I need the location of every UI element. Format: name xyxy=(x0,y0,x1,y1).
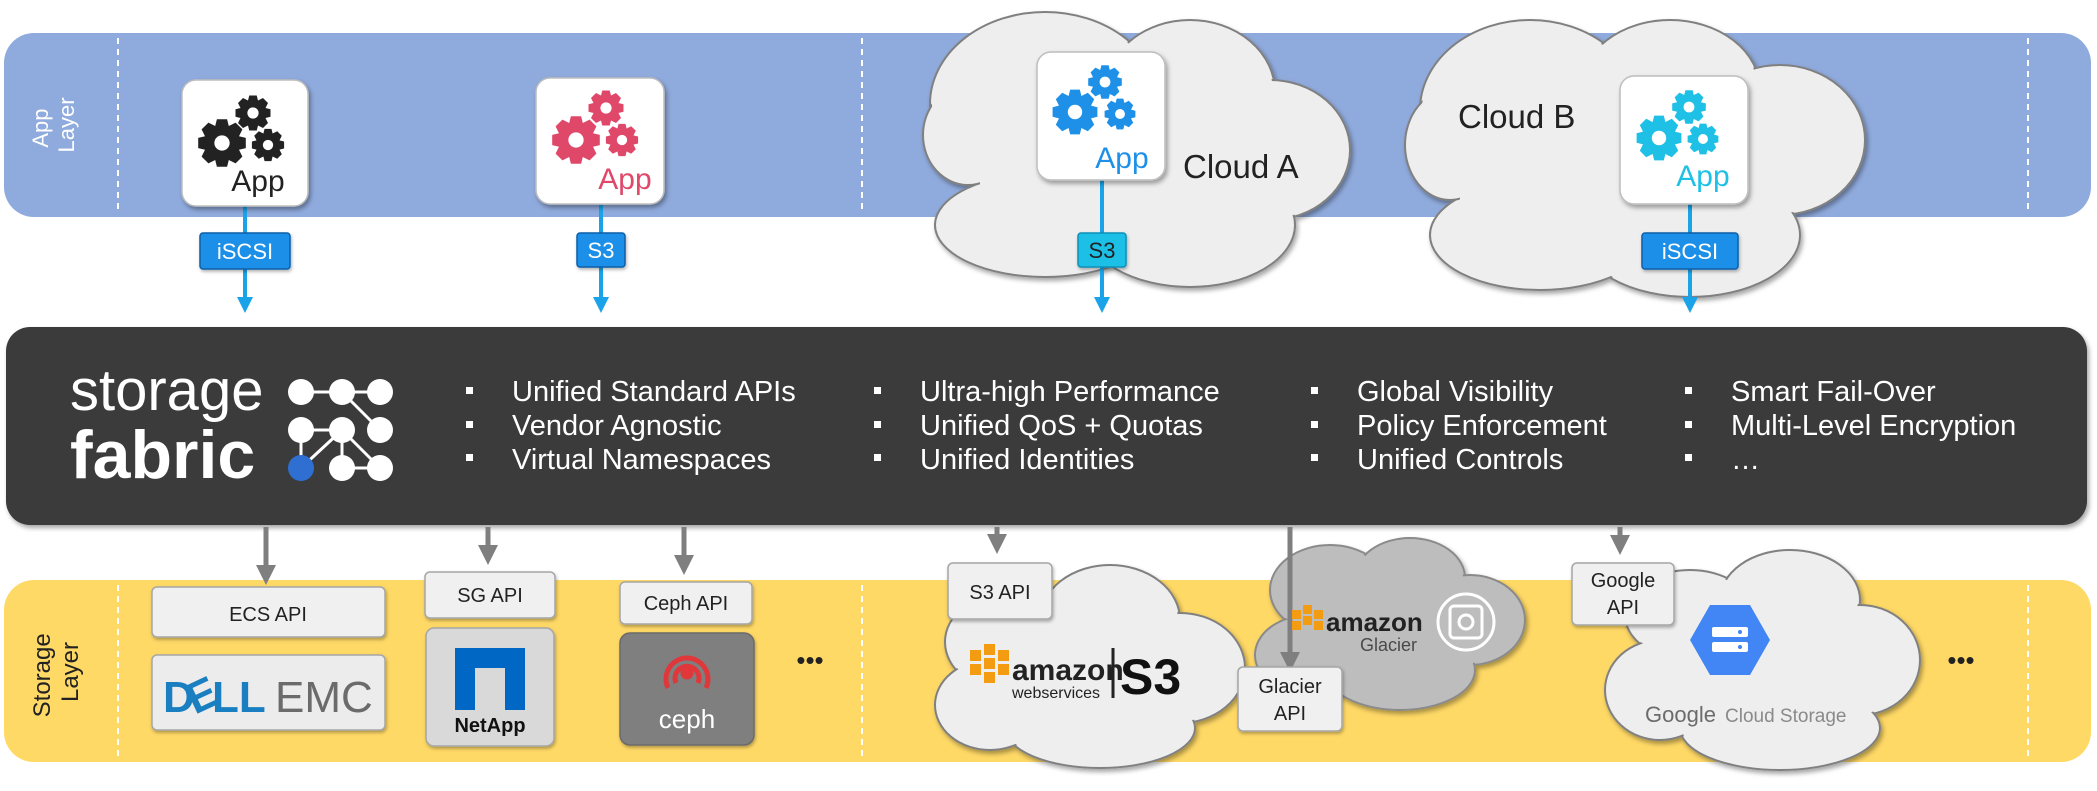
cloud-a-label: Cloud A xyxy=(1183,148,1299,185)
app-4-protocol: iSCSI xyxy=(1662,239,1718,264)
app-4-card xyxy=(1619,75,1749,205)
gcs-logo-google: Google xyxy=(1645,702,1716,727)
app-layer-dividers xyxy=(117,38,2029,212)
aws-logo-s3: S3 xyxy=(1120,649,1181,705)
feature-column-4: Smart Fail-Over Multi-Level Encryption … xyxy=(1685,376,2016,476)
app-2-protocol-tag xyxy=(576,232,626,268)
ceph-mark-icon xyxy=(663,655,711,690)
app-tile-4: App iSCSI xyxy=(1619,75,1749,313)
aws-logo-webservices: webservices xyxy=(1011,685,1100,702)
fabric-features: Unified Standard APIs Vendor Agnostic Vi… xyxy=(466,376,2016,476)
app-1-protocol: iSCSI xyxy=(217,239,273,264)
aws-s3-cloud xyxy=(934,564,1246,769)
storage-layer-label: Storage Layer xyxy=(29,627,84,718)
ceph-logo-text: ceph xyxy=(659,704,715,734)
amazon-glacier-logo: amazon Glacier xyxy=(1292,592,1496,655)
fabric-logo-bottom: fabric xyxy=(70,417,255,493)
glacier-api-box xyxy=(1237,666,1343,732)
more-storage-ellipsis-left: ••• xyxy=(796,645,823,675)
feature-text: Unified Controls xyxy=(1357,444,1563,476)
feature-column-3: Global Visibility Policy Enforcement Uni… xyxy=(1311,376,1607,476)
s3-api-box xyxy=(947,562,1053,620)
google-api-box xyxy=(1571,562,1675,626)
fabric-logo-blue-dot xyxy=(288,455,314,481)
app-2-protocol: S3 xyxy=(588,238,615,263)
app-tile-3: App S3 xyxy=(1036,51,1166,313)
fabric-logo-top: storage xyxy=(70,358,263,423)
ceph-logo: ceph xyxy=(619,632,755,746)
storage-fabric-bar xyxy=(6,327,2087,525)
storage-layer-dividers xyxy=(117,585,2029,758)
feature-text: Unified Identities xyxy=(920,444,1134,476)
s3-api-label: S3 API xyxy=(969,582,1030,604)
ceph-api-box xyxy=(619,581,753,625)
netapp-mark-icon xyxy=(455,648,525,710)
app-1-label: App xyxy=(231,165,284,198)
feature-text: Multi-Level Encryption xyxy=(1731,410,2016,442)
google-cloud-storage-logo: Google Cloud Storage xyxy=(1645,605,1846,727)
app-2-label: App xyxy=(598,163,651,196)
app-3-label: App xyxy=(1095,142,1148,175)
app-1-protocol-tag xyxy=(199,232,291,270)
glacier-logo-amazon: amazon xyxy=(1326,607,1423,637)
netapp-logo-text: NetApp xyxy=(454,715,525,737)
feature-text: Smart Fail-Over xyxy=(1731,376,1936,408)
emc-logo: EMC xyxy=(275,673,373,722)
feature-text: Vendor Agnostic xyxy=(512,410,722,442)
ceph-api-label: Ceph API xyxy=(644,593,729,615)
aws-s3-logo: amazon webservices S3 xyxy=(970,644,1181,705)
dell-logo-ll: LL xyxy=(212,673,266,722)
app-4-label: App xyxy=(1676,160,1729,193)
glacier-vault-icon xyxy=(1436,592,1496,652)
storage-arrows xyxy=(256,527,1630,585)
ecs-api-box xyxy=(151,586,386,638)
app-3-card xyxy=(1036,51,1166,181)
sg-api-label: SG API xyxy=(457,585,523,607)
gcs-hexagon-icon xyxy=(1690,605,1770,675)
aws-cubes-icon xyxy=(970,644,1009,683)
glacier-cubes-icon xyxy=(1292,605,1323,630)
dell-emc-logo: D E LL EMC xyxy=(151,654,386,731)
aws-logo-amazon: amazon xyxy=(1012,654,1124,687)
feature-column-1: Unified Standard APIs Vendor Agnostic Vi… xyxy=(466,376,796,476)
feature-text: Policy Enforcement xyxy=(1357,410,1607,442)
app-layer-label: App Layer xyxy=(28,97,79,152)
feature-text: Unified QoS + Quotas xyxy=(920,410,1203,442)
glacier-api-label-1: Glacier xyxy=(1258,676,1322,698)
feature-text: … xyxy=(1731,444,1760,476)
app-tile-2: App S3 xyxy=(535,77,665,313)
cloud-b-label: Cloud B xyxy=(1458,98,1575,135)
feature-text: Virtual Namespaces xyxy=(512,444,771,476)
dell-logo-d: D xyxy=(163,673,195,722)
sg-api-box xyxy=(424,571,556,619)
glacier-api-label-2: API xyxy=(1274,703,1306,725)
app-2-card xyxy=(535,77,665,205)
feature-column-2: Ultra-high Performance Unified QoS + Quo… xyxy=(874,376,1220,476)
app-3-protocol: S3 xyxy=(1089,238,1116,263)
glacier-logo-text: Glacier xyxy=(1360,635,1417,655)
fabric-network-icon xyxy=(288,379,393,481)
ecs-api-label: ECS API xyxy=(229,604,307,626)
feature-text: Unified Standard APIs xyxy=(512,376,796,408)
feature-text: Global Visibility xyxy=(1357,376,1554,408)
app-3-protocol-tag xyxy=(1077,232,1127,268)
gcs-logo-product: Cloud Storage xyxy=(1725,706,1846,727)
feature-text: Ultra-high Performance xyxy=(920,376,1220,408)
google-api-label-2: API xyxy=(1607,597,1639,619)
api-labels: ECS API SG API Ceph API S3 API Google AP… xyxy=(151,562,1675,638)
more-storage-ellipsis-right: ••• xyxy=(1947,645,1974,675)
app-tile-1: App iSCSI xyxy=(181,79,309,313)
google-api-label-1: Google xyxy=(1591,570,1656,592)
app-4-protocol-tag xyxy=(1641,232,1739,270)
netapp-logo: NetApp xyxy=(425,627,555,747)
glacier-cloud xyxy=(1254,537,1526,711)
